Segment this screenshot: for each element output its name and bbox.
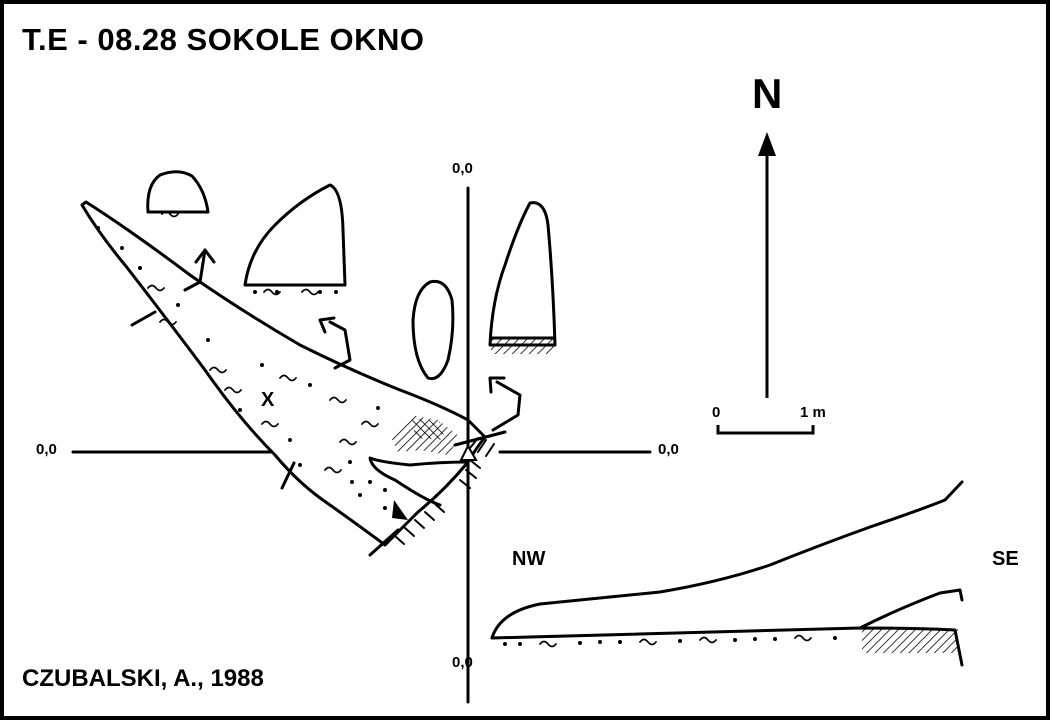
cross-section-1: [146, 170, 210, 214]
profile-step: [858, 588, 964, 630]
section-arrow-3-head: [488, 376, 506, 394]
axis-label-right: 0,0: [658, 441, 679, 458]
cross-section-2: [243, 183, 347, 287]
profile-ceiling: [490, 480, 964, 640]
scale-bar: [716, 425, 815, 435]
profile-hatched-deposit: [862, 629, 958, 653]
section-mark-2: [280, 461, 296, 490]
author-credit: CZUBALSKI, A., 1988: [22, 665, 264, 692]
section-mark-3: [368, 528, 400, 557]
map-title: T.E - 08.28 SOKOLE OKNO: [22, 22, 425, 57]
north-arrow: [758, 132, 776, 398]
section-mark-4: [453, 430, 507, 447]
cross-section-4-deposit: [491, 338, 554, 354]
section-arrow-1: [183, 248, 207, 292]
scale-start-label: 0: [712, 404, 721, 421]
north-label: N: [752, 70, 783, 117]
section-arrow-2-head: [318, 316, 336, 334]
section-arrow-3: [491, 380, 522, 432]
cave-plan-inner-passage: [368, 456, 470, 507]
section-arrow-2: [328, 320, 352, 370]
direction-arrowhead: [392, 500, 408, 520]
cross-section-4: [488, 201, 557, 347]
section-arrow-1-head: [194, 248, 216, 264]
plan-marker: X: [261, 389, 275, 411]
axis-label-top: 0,0: [452, 160, 473, 177]
axis-label-profile: 0,0: [452, 654, 473, 671]
axis-label-left: 0,0: [36, 441, 57, 458]
entrance-triangle-outline: [459, 443, 478, 461]
cross-section-3: [411, 279, 455, 381]
profile-se-label: SE: [992, 548, 1019, 570]
entrance-ticks: [394, 437, 495, 545]
profile-nw-label: NW: [512, 548, 546, 570]
section-mark-1: [130, 310, 157, 327]
cave-plan-outline: [80, 200, 487, 547]
scale-end-label: 1 m: [800, 404, 826, 421]
